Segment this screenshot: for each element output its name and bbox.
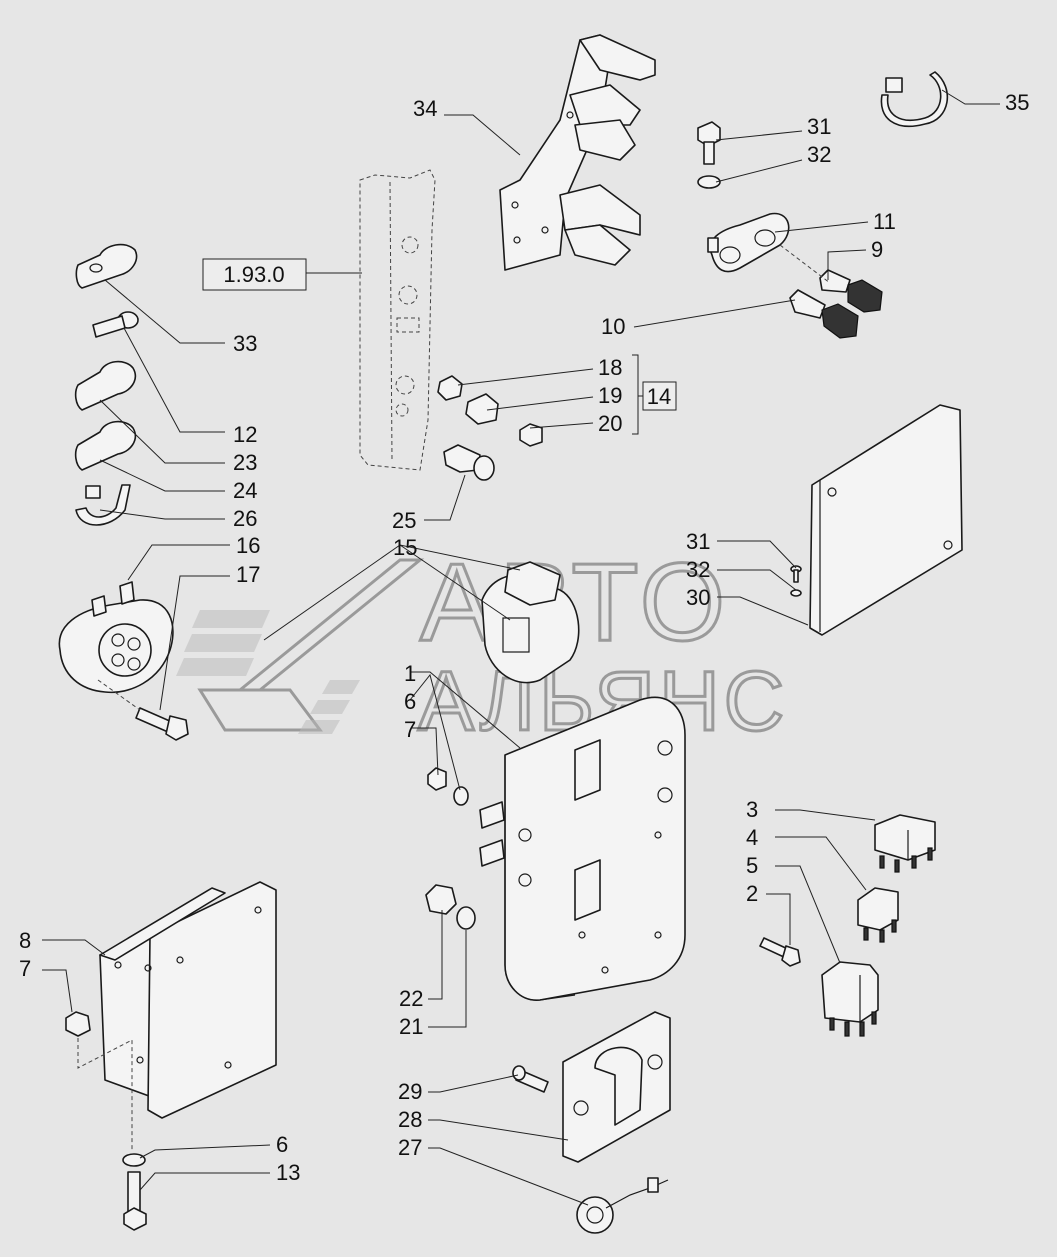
callout-21: 21 [399, 1014, 423, 1039]
callout-35: 35 [1005, 90, 1029, 115]
callout-9: 9 [871, 237, 883, 262]
part-6-washer-lower [122, 1153, 146, 1167]
part-18-bushing [437, 375, 463, 401]
assembly-ref-box [202, 258, 307, 291]
callout-19: 19 [598, 383, 622, 408]
callout-32-right: 32 [686, 557, 710, 582]
part-27-sensor [576, 1177, 669, 1234]
callout-31-right: 31 [686, 529, 710, 554]
part-23-clip [74, 360, 137, 411]
callout-15: 15 [393, 535, 417, 560]
callout-6-lower: 6 [276, 1132, 288, 1157]
callout-7-upper: 7 [404, 717, 416, 742]
part-15-switch [481, 561, 580, 684]
part-25-fitting [443, 444, 495, 481]
part-29-screw [512, 1065, 549, 1093]
assembly-ref-label: 1.93.0 [223, 262, 284, 287]
reference-frame-1-93-0 [359, 169, 436, 471]
part-33-clip [75, 243, 138, 289]
callout-34: 34 [413, 96, 437, 121]
part-32-washer-top [697, 175, 721, 189]
part-3-relay [874, 814, 936, 873]
callout-16: 16 [236, 533, 260, 558]
callout-6-upper: 6 [404, 689, 416, 714]
watermark-logo-stripes [176, 558, 425, 734]
part-13-bolt [123, 1171, 147, 1231]
callout-10: 10 [601, 314, 625, 339]
part-7-nut-lower [65, 1011, 91, 1037]
callout-12: 12 [233, 422, 257, 447]
callout-22: 22 [399, 986, 423, 1011]
part-2-screw [759, 937, 801, 967]
part-32-washer-right [790, 589, 802, 597]
callout-17: 17 [236, 562, 260, 587]
part-31-bolt-top [697, 121, 721, 165]
part-7-nut [427, 767, 447, 791]
part-34-bracket [499, 34, 656, 271]
part-5-relay [821, 961, 879, 1037]
callout-31-top: 31 [807, 114, 831, 139]
callout-5: 5 [746, 853, 758, 878]
part-22-nut [425, 884, 457, 915]
part-9-connector [819, 269, 883, 313]
part-30-cover [809, 404, 963, 636]
callout-3: 3 [746, 797, 758, 822]
part-26-cable-tie [75, 484, 131, 526]
part-17-bolt [135, 707, 189, 741]
part-19-bushing [465, 393, 499, 425]
part-16-socket [58, 581, 174, 694]
callout-26: 26 [233, 506, 257, 531]
part-4-relay [857, 887, 899, 943]
part-24-clip [74, 420, 137, 471]
callout-20: 20 [598, 411, 622, 436]
callout-28: 28 [398, 1107, 422, 1132]
callout-11: 11 [873, 209, 896, 234]
part-31-screw-right [790, 565, 802, 583]
part-21-washer [456, 906, 476, 930]
callout-8: 8 [19, 928, 31, 953]
callout-4: 4 [746, 825, 758, 850]
part-1-panel [479, 696, 686, 1001]
part-12-screw [92, 311, 139, 338]
callout-25: 25 [392, 508, 416, 533]
part-8-box [99, 881, 277, 1119]
callout-30: 30 [686, 585, 710, 610]
group-ref-box [642, 381, 677, 411]
callout-24: 24 [233, 478, 257, 503]
callout-13: 13 [276, 1160, 300, 1185]
callout-18: 18 [598, 355, 622, 380]
leader-lines [42, 89, 1000, 1206]
callout-27: 27 [398, 1135, 422, 1160]
callout-1: 1 [404, 661, 416, 686]
callout-33: 33 [233, 331, 257, 356]
part-35-cable-tie [880, 71, 949, 128]
callout-2: 2 [746, 881, 758, 906]
part-20-bushing [519, 423, 543, 447]
part-28-bracket [562, 1011, 671, 1163]
part-10-connector [789, 289, 859, 339]
part-6-washer [453, 786, 469, 806]
callout-29: 29 [398, 1079, 422, 1104]
callout-labels: 34 31 32 35 11 9 10 33 18 19 20 12 23 24… [19, 90, 1029, 1185]
callout-23: 23 [233, 450, 257, 475]
callout-32-top: 32 [807, 142, 831, 167]
group-ref-label: 14 [647, 384, 671, 409]
callout-7-lower: 7 [19, 956, 31, 981]
part-11-plate [707, 212, 790, 273]
